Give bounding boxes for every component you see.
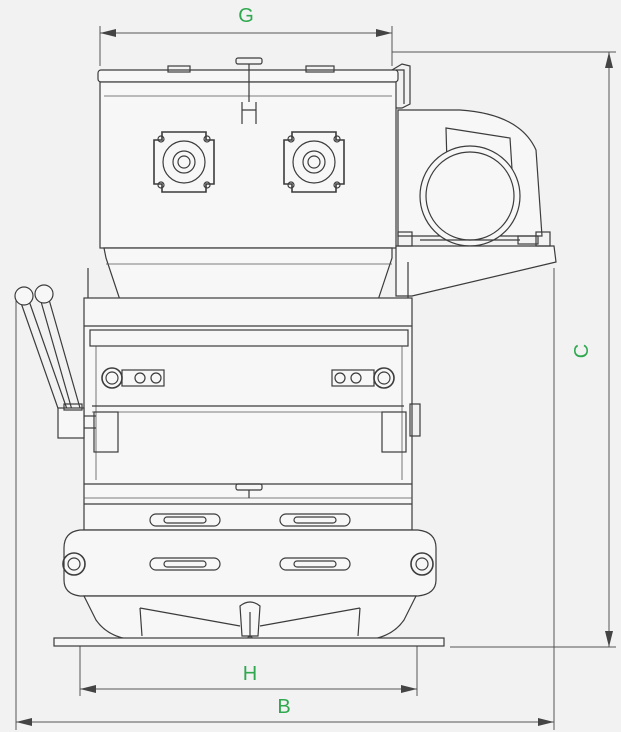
funnel xyxy=(87,247,409,301)
motor xyxy=(395,109,557,297)
dimension-b: B xyxy=(15,268,555,730)
dimension-label-c: C xyxy=(571,344,593,358)
dimension-label-b: B xyxy=(277,696,290,718)
lower-body xyxy=(53,529,445,647)
dimension-c: C xyxy=(392,51,616,648)
flange-left xyxy=(153,131,215,193)
dimension-g: G xyxy=(99,5,393,66)
dimension-h: H xyxy=(79,645,418,696)
lever-assembly xyxy=(14,284,96,439)
dimension-label-g: G xyxy=(238,5,254,27)
flange-right xyxy=(283,131,345,193)
main-frame xyxy=(83,297,421,531)
dimension-label-h: H xyxy=(243,663,257,685)
top-hopper xyxy=(97,57,411,249)
